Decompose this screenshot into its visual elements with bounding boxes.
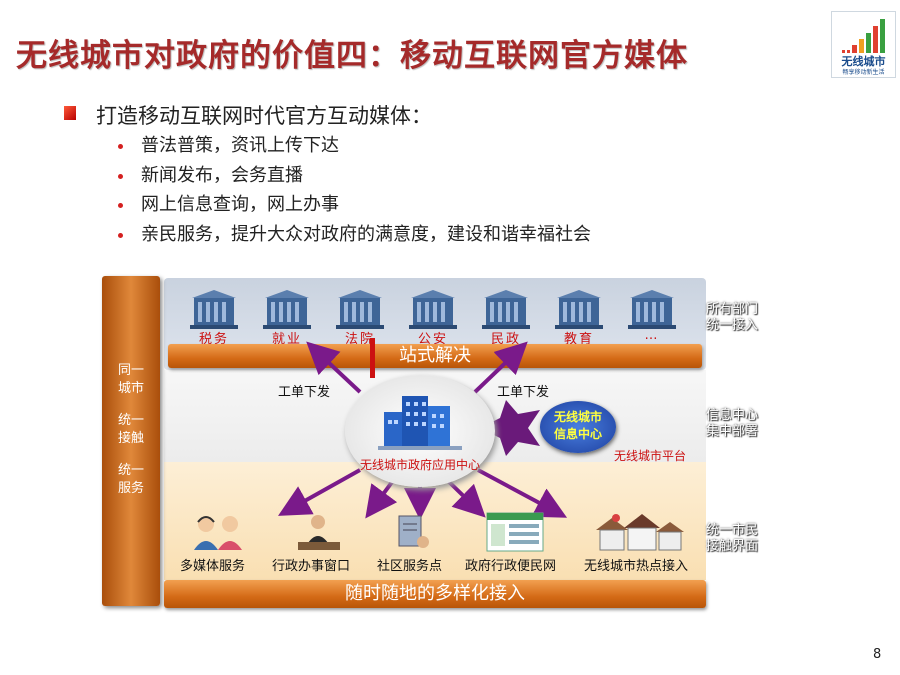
building-icon	[409, 290, 457, 329]
access-label: 政府行政便民网	[465, 559, 557, 574]
arrow	[365, 476, 398, 519]
office-building-icon	[378, 396, 462, 450]
arrow	[477, 468, 568, 518]
side-label-top: 所有部门 统一接入	[706, 302, 772, 334]
logo-bar	[866, 33, 871, 53]
bullet-text: 新闻发布，会务直播	[141, 164, 303, 186]
web-portal-icon	[486, 512, 544, 552]
pillar-text: 同一	[117, 363, 144, 378]
pillar-text: 服务	[117, 481, 144, 496]
bullet-square-icon	[64, 106, 76, 120]
arrow	[443, 476, 486, 518]
list-item: 网上信息查询，网上办事	[118, 192, 591, 222]
logo-dot	[847, 50, 850, 53]
logo-bar	[852, 45, 857, 53]
slide-title: 无线城市对政府的价值四：移动互联网官方媒体	[16, 38, 688, 74]
side-label-line: 集中部署	[706, 424, 759, 439]
hotspot-houses-icon	[596, 514, 684, 551]
access-label: 多媒体服务	[180, 559, 246, 574]
bullet-dot-icon	[118, 232, 123, 238]
wireless-city-logo: 无线城市 畅享移动新生活	[831, 11, 896, 78]
access-label: 社区服务点	[377, 559, 443, 574]
service-window-icon	[298, 515, 340, 550]
dept-label: 公安	[417, 332, 448, 347]
access-label: 行政办事窗口	[272, 559, 351, 574]
bullet-text: 网上信息查询，网上办事	[141, 194, 339, 215]
bullet-text: 普法普策，资讯上传下达	[141, 135, 339, 156]
platform-label: 无线城市平台	[614, 449, 687, 463]
bottom-band: 随时随地的多样化接入	[164, 580, 706, 608]
building-icon	[482, 290, 530, 329]
logo-bar	[880, 19, 885, 53]
side-label-line: 接触界面	[706, 539, 759, 554]
info-center-line: 信息中心	[553, 427, 602, 441]
community-service-icon	[398, 515, 429, 548]
page-number: 8	[873, 647, 882, 662]
building-icon	[263, 290, 311, 329]
left-pillar: 同一 城市 统一 接触 统一 服务	[102, 276, 160, 606]
info-center-label: 无线城市 信息中心	[540, 409, 616, 443]
bullet-dot-icon	[118, 203, 123, 208]
call-center-icon	[194, 516, 242, 550]
dept-label: 就业	[271, 332, 302, 347]
logo-slogan: 畅享移动新生活	[842, 69, 885, 76]
side-label-bottom: 统一市民 接触界面	[706, 523, 772, 555]
logo-name: 无线城市	[841, 55, 886, 68]
dept-label: …	[644, 328, 660, 343]
order-dispatch-label: 工单下发	[497, 385, 550, 400]
building-icon	[555, 290, 603, 329]
side-label-middle: 信息中心 集中部署	[706, 408, 772, 440]
side-label-line: 统一接入	[706, 318, 759, 333]
list-item: 新闻发布，会务直播	[118, 163, 591, 193]
app-center-label: 无线城市政府应用中心	[359, 458, 480, 472]
arrow	[306, 341, 362, 394]
lead-text: 打造移动互联网时代官方互动媒体：	[96, 104, 432, 128]
side-label-line: 所有部门	[706, 302, 759, 317]
dept-label: 法院	[344, 332, 375, 347]
pillar-text: 城市	[117, 381, 144, 396]
building-icon	[190, 290, 238, 329]
side-label-line: 统一市民	[706, 523, 759, 538]
list-item: 普法普策，资讯上传下达	[118, 133, 591, 163]
pillar-text: 统一	[117, 463, 144, 478]
bullet-dot-icon	[118, 173, 123, 179]
star-burst-icon	[480, 400, 540, 456]
pillar-text: 接触	[117, 431, 144, 446]
info-center-circle	[540, 401, 616, 453]
logo-dot	[842, 50, 845, 53]
order-dispatch-label: 工单下发	[278, 385, 331, 400]
info-center-line: 无线城市	[553, 410, 602, 424]
side-label-line: 信息中心	[706, 408, 759, 423]
bullet-dot-icon	[118, 144, 123, 149]
arrow	[278, 468, 361, 516]
arrow	[473, 341, 528, 394]
dept-label: 税务	[198, 332, 229, 347]
one-stop-band: 站式解决	[168, 344, 702, 368]
pillar-text: 统一	[117, 413, 144, 428]
connector-bar	[370, 338, 375, 378]
building-icon	[336, 290, 384, 329]
dept-label: 教育	[563, 332, 594, 347]
building-icon	[628, 290, 676, 329]
logo-bar	[873, 26, 878, 53]
logo-bar	[859, 39, 864, 53]
access-label: 无线城市热点接入	[584, 559, 689, 574]
list-item: 亲民服务，提升大众对政府的满意度，建设和谐幸福社会	[118, 222, 591, 252]
bullet-list: 普法普策，资讯上传下达 新闻发布，会务直播 网上信息查询，网上办事 亲民服务，提…	[118, 133, 591, 251]
bullet-text: 亲民服务，提升大众对政府的满意度，建设和谐幸福社会	[141, 223, 591, 245]
